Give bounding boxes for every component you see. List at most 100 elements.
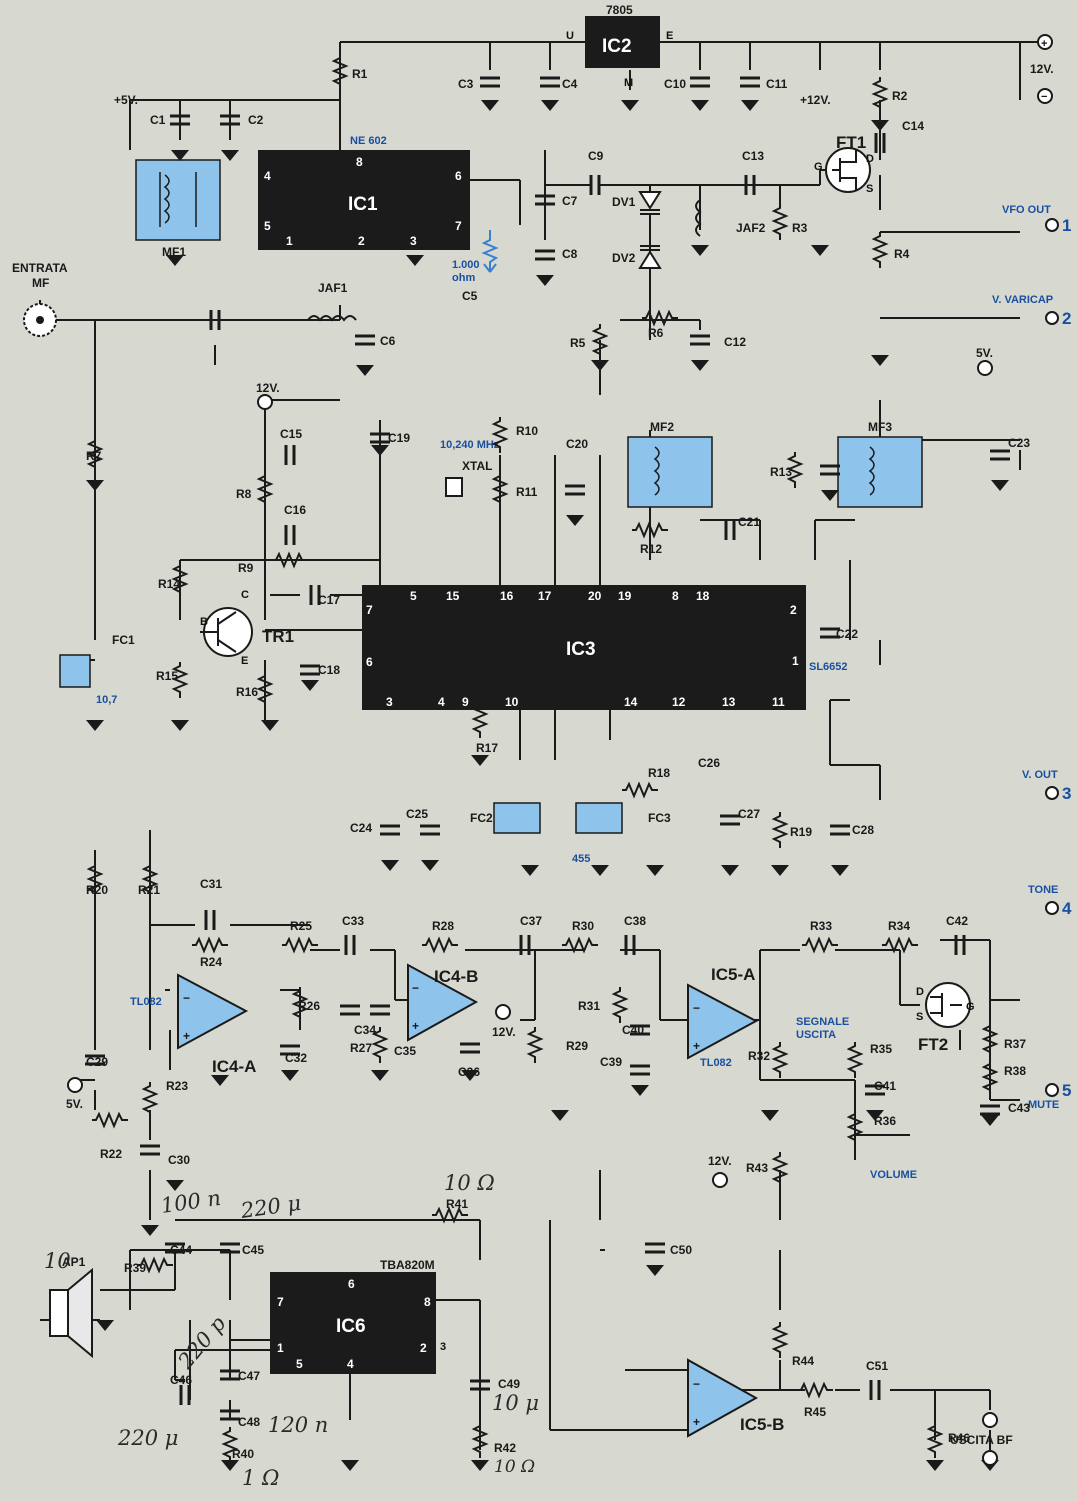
svg-text:2: 2: [790, 603, 797, 617]
svg-text:C: C: [241, 589, 249, 601]
svg-text:IC5-A: IC5-A: [711, 965, 755, 984]
svg-text:1.000: 1.000: [452, 259, 480, 271]
capacitor-label: C2: [248, 113, 264, 127]
svg-text:4: 4: [264, 169, 271, 183]
resistor-label: R14: [158, 577, 180, 591]
supply-12v-label: +12V.: [800, 93, 831, 107]
svg-text:3: 3: [440, 1341, 446, 1353]
svg-text:+: +: [693, 1415, 700, 1429]
svg-text:10: 10: [44, 1249, 71, 1273]
svg-text:1: 1: [1062, 216, 1071, 235]
svg-text:10 Ω: 10 Ω: [444, 1171, 495, 1195]
svg-text:20: 20: [588, 589, 602, 603]
ap1-speaker: AP1: [49, 1255, 93, 1359]
svg-text:10,240 MHz: 10,240 MHz: [440, 439, 500, 451]
resistor-label: R43: [746, 1161, 768, 1175]
svg-text:IC1: IC1: [348, 194, 378, 215]
svg-text:MF: MF: [32, 276, 49, 290]
tr1-transistor: TR1 B C E: [200, 589, 294, 667]
svg-text:9: 9: [462, 695, 469, 709]
svg-text:1: 1: [277, 1341, 284, 1355]
resistor-label: R44: [792, 1354, 814, 1368]
svg-text:12V.: 12V.: [1030, 62, 1054, 76]
svg-text:IC4-A: IC4-A: [212, 1057, 256, 1076]
volume-label: VOLUME: [870, 1169, 917, 1181]
svg-text:B: B: [200, 616, 208, 628]
capacitor-label: C29: [86, 1055, 108, 1069]
ft1-fet: FT1 G D S: [814, 133, 874, 195]
port-mute[interactable]: MUTE 5: [1028, 1081, 1071, 1111]
capacitor-label: C30: [168, 1153, 190, 1167]
mf1-transformer: MF1: [135, 159, 221, 259]
capacitor-label: C37: [520, 914, 542, 928]
capacitor-label: C22: [836, 627, 858, 641]
capacitor-label: C4: [562, 77, 578, 91]
svg-text:−: −: [412, 981, 419, 995]
svg-text:1: 1: [792, 654, 799, 668]
svg-text:6: 6: [455, 169, 462, 183]
capacitor-label: C7: [562, 194, 578, 208]
svg-text:6: 6: [348, 1277, 355, 1291]
capacitor-label: C18: [318, 663, 340, 677]
resistor-label: R22: [100, 1147, 122, 1161]
svg-text:6: 6: [366, 655, 373, 669]
ground-symbols: [86, 100, 1009, 1471]
port-tone[interactable]: TONE 4: [1028, 884, 1072, 918]
svg-text:USCITA BF: USCITA BF: [950, 1433, 1013, 1447]
port-v-varicap[interactable]: V. VARICAP 2: [992, 294, 1071, 328]
svg-text:FT1: FT1: [836, 133, 866, 152]
svg-text:19: 19: [618, 589, 632, 603]
svg-text:−: −: [1041, 91, 1047, 103]
svg-text:5: 5: [1062, 1081, 1071, 1100]
resistor-label: R24: [200, 955, 222, 969]
entrata-mf-connector[interactable]: ENTRATA MF: [12, 261, 68, 337]
capacitor-label: C49: [498, 1377, 520, 1391]
svg-text:8: 8: [424, 1295, 431, 1309]
resistor-label: R19: [790, 825, 812, 839]
resistor-label: R9: [238, 561, 254, 575]
svg-text:IC4-B: IC4-B: [434, 967, 478, 986]
svg-text:FC1: FC1: [112, 633, 135, 647]
supply-12v-tr1: 12V.: [256, 381, 280, 395]
uscita-bf-connector[interactable]: USCITA BF: [950, 1412, 1013, 1466]
res-1000-ohm: 1.000 ohm: [452, 230, 499, 284]
resistor-label: R33: [810, 919, 832, 933]
svg-text:14: 14: [624, 695, 638, 709]
resistor-label: R16: [236, 685, 258, 699]
svg-text:V. OUT: V. OUT: [1022, 769, 1058, 781]
svg-text:E: E: [241, 655, 248, 667]
svg-text:4: 4: [438, 695, 445, 709]
capacitor-label: C26: [698, 756, 720, 770]
svg-text:IC3: IC3: [566, 639, 596, 660]
capacitor-label: C19: [388, 431, 410, 445]
supply-12v-ic5: 12V.: [708, 1154, 732, 1168]
supply-5v-right: 5V.: [976, 346, 993, 360]
svg-text:IC5-B: IC5-B: [740, 1415, 784, 1434]
resistor-label: R3: [792, 221, 808, 235]
capacitor-label: C6: [380, 334, 396, 348]
uscita-label: USCITA: [796, 1029, 836, 1041]
svg-text:5: 5: [296, 1357, 303, 1371]
port-v-out[interactable]: V. OUT 3: [1022, 769, 1071, 803]
mf3-transformer: MF3: [837, 420, 923, 508]
svg-text:XTAL: XTAL: [462, 459, 492, 473]
svg-text:MF2: MF2: [650, 420, 674, 434]
capacitor-label: C21: [738, 515, 760, 529]
svg-text:−: −: [183, 991, 190, 1005]
resistor-label: R31: [578, 999, 600, 1013]
capacitor-label: C43: [1008, 1101, 1030, 1115]
svg-text:17: 17: [538, 589, 552, 603]
resistor-label: R11: [516, 485, 538, 499]
port-vfo-out[interactable]: VFO OUT 1: [1002, 204, 1071, 235]
ic3-if-demodulator: IC3 SL6652 5 15 16 17 20 19 8 18 2 7 6 3…: [362, 585, 848, 710]
svg-text:E: E: [666, 30, 673, 42]
resistor-label: R29: [566, 1039, 588, 1053]
capacitor-label: C17: [318, 593, 340, 607]
resistor-label: R17: [476, 741, 498, 755]
resistor-label: R2: [892, 89, 908, 103]
resistor-label: R38: [1004, 1064, 1026, 1078]
svg-text:D: D: [866, 153, 874, 165]
resistor-label: R10: [516, 424, 538, 438]
svg-text:220 μ: 220 μ: [117, 1426, 178, 1450]
capacitor-label: C48: [238, 1415, 260, 1429]
